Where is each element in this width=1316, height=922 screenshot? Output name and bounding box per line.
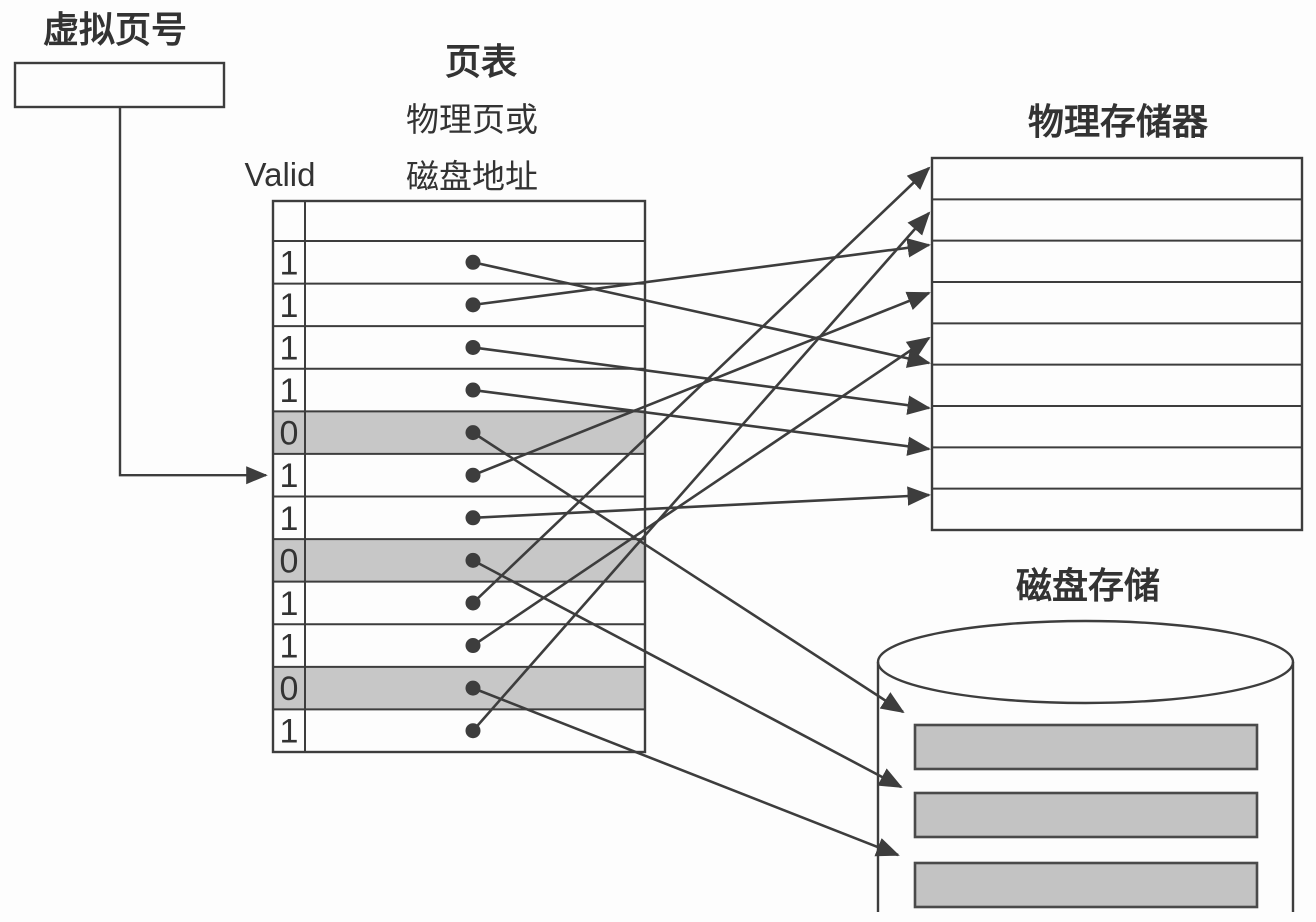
valid-bit: 1 xyxy=(280,585,299,623)
valid-bit: 1 xyxy=(280,287,299,325)
page-table-subtitle-2: 磁盘地址 xyxy=(406,158,538,195)
page-table-shaded-row xyxy=(273,411,645,454)
pte-pointer-dot xyxy=(465,339,481,355)
disk-block xyxy=(913,723,1259,771)
pte-pointer-dot xyxy=(465,467,481,483)
virtual-page-pointer xyxy=(118,107,268,485)
pte-to-physical-arrow xyxy=(472,346,931,415)
pte-to-physical-arrow xyxy=(472,388,931,456)
pte-pointer-dot xyxy=(465,723,481,739)
physical-memory-frame xyxy=(930,156,1304,532)
pte-pointer-dot xyxy=(465,552,481,568)
virtual-page-label: 虚拟页号 xyxy=(43,9,187,50)
page-table-shaded-row xyxy=(273,666,645,710)
virtual-page-arrow xyxy=(118,107,268,485)
page-table-shaded-rows xyxy=(273,411,645,710)
valid-bit: 1 xyxy=(280,500,299,538)
pte-pointer-dot xyxy=(465,638,481,654)
pte-to-physical-arrow xyxy=(472,238,931,307)
pte-to-disk-arrow xyxy=(472,431,905,714)
disk-cylinder-top-ellipse xyxy=(876,619,1295,705)
page-table-shaded-row xyxy=(273,539,645,582)
valid-column-header: Valid xyxy=(245,156,316,193)
virtual-page-number-box xyxy=(13,61,226,109)
pte-pointer-dot xyxy=(465,425,481,441)
valid-bit: 0 xyxy=(280,542,299,580)
valid-bit: 0 xyxy=(280,415,299,453)
disk-block xyxy=(913,791,1259,839)
pte-pointer-dot xyxy=(465,510,481,526)
pte-to-physical-arrow xyxy=(472,211,931,732)
valid-bit: 1 xyxy=(280,372,299,410)
pte-to-physical-arrow xyxy=(472,166,931,604)
valid-bit: 1 xyxy=(280,244,299,282)
page-table-dots xyxy=(465,254,481,739)
valid-bits: 1 1 1 1 0 1 1 0 1 1 0 1 xyxy=(280,244,299,750)
disk-blocks xyxy=(913,723,1259,909)
physical-memory-title: 物理存储器 xyxy=(1028,101,1209,142)
page-table-subtitle-1: 物理页或 xyxy=(406,101,538,138)
disk-block xyxy=(913,861,1259,909)
valid-bit: 1 xyxy=(280,628,299,666)
pte-pointer-dot xyxy=(465,382,481,398)
pte-to-physical-arrow xyxy=(472,261,931,368)
mapping-arrows xyxy=(472,166,931,857)
pte-to-physical-arrow xyxy=(472,486,931,520)
page-table-title: 页表 xyxy=(445,41,517,82)
valid-bit: 1 xyxy=(280,713,299,751)
pte-pointer-dot xyxy=(465,680,481,696)
pte-to-physical-arrow xyxy=(472,336,931,647)
valid-bit: 1 xyxy=(280,329,299,367)
valid-bit: 0 xyxy=(280,670,299,708)
pte-pointer-dot xyxy=(465,595,481,611)
pte-to-disk-arrow xyxy=(472,686,900,857)
physical-memory-rows xyxy=(932,198,1302,490)
disk-title: 磁盘存储 xyxy=(1016,565,1160,606)
valid-bit: 1 xyxy=(280,457,299,495)
pte-pointer-dot xyxy=(465,254,481,270)
pte-pointer-dot xyxy=(465,297,481,313)
page-table-frame xyxy=(271,199,647,754)
